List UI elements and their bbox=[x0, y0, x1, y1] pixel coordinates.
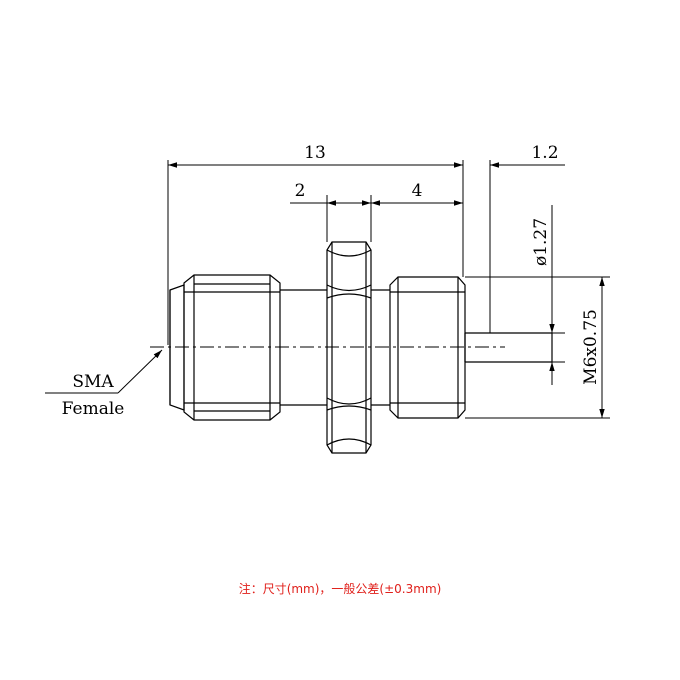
hex-nut bbox=[326, 241, 372, 454]
dim-pin-protrusion: 1.2 bbox=[531, 143, 558, 163]
tolerance-note: 注：尺寸(mm)，一般公差(±0.3mm) bbox=[238, 582, 442, 596]
callout-sma: SMA bbox=[72, 372, 114, 392]
callout-female: Female bbox=[62, 399, 125, 419]
center-pin bbox=[464, 332, 553, 363]
dim-thread-length: 4 bbox=[412, 181, 423, 201]
callout-leader bbox=[45, 349, 163, 394]
dim-pin-diameter: ø1.27 bbox=[531, 218, 551, 266]
dim-overall-length: 13 bbox=[304, 143, 326, 163]
extension-lines bbox=[167, 160, 610, 419]
dim-nut-width: 2 bbox=[295, 181, 306, 201]
dimension-lines bbox=[168, 162, 605, 418]
dim-thread-spec: M6x0.75 bbox=[581, 309, 601, 385]
